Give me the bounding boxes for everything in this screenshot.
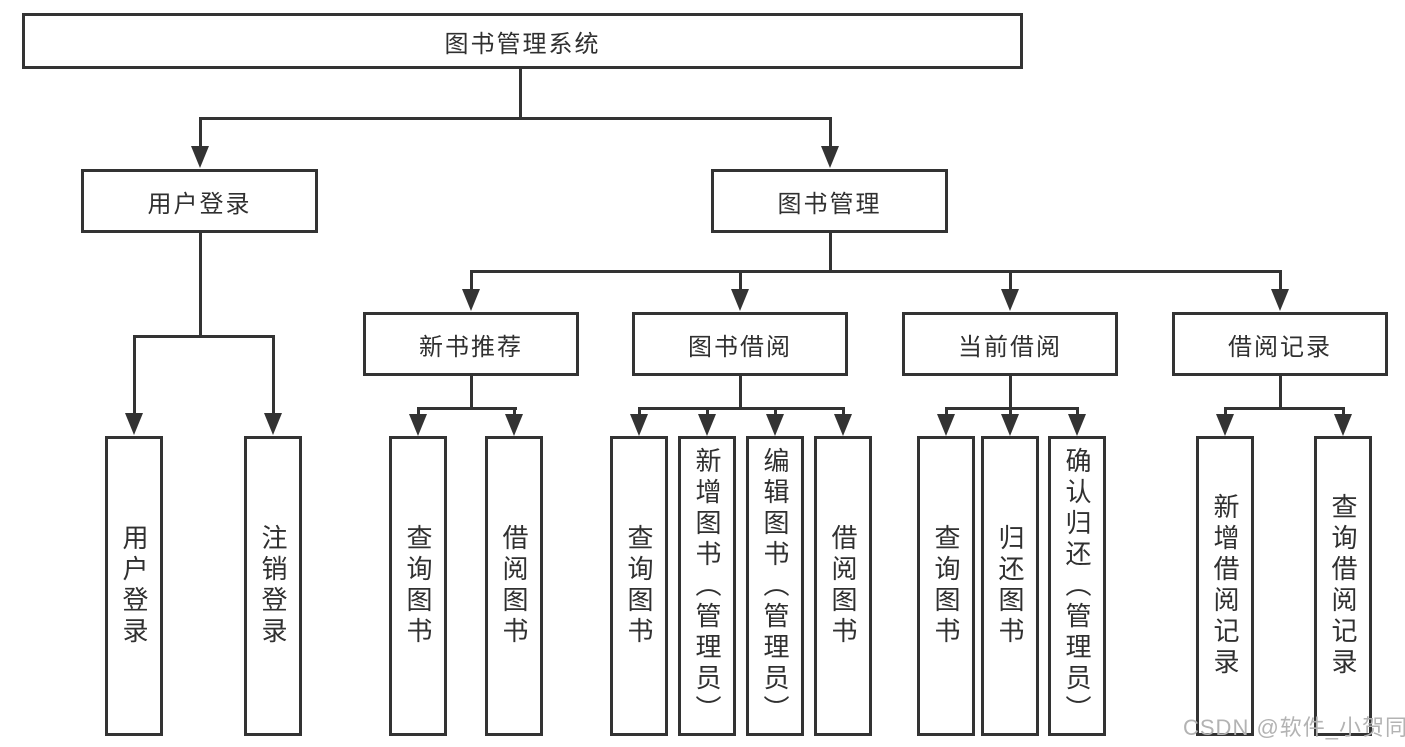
connector-to-current-return-books: [1009, 407, 1012, 415]
connector-to-current-query-books: [945, 407, 948, 415]
connector-book-management-stem: [829, 233, 832, 270]
leaf-borrow-query-books-label: 查询图书: [624, 524, 654, 648]
node-book-management-label: 图书管理: [777, 190, 882, 218]
node-new-book-recommend-label: 新书推荐: [419, 333, 523, 361]
connector-to-borrow-records: [1279, 270, 1282, 289]
leaf-borrow-query-books: 查询图书: [610, 436, 668, 736]
arrow-down-icon: [462, 289, 480, 311]
leaf-borrow-borrow-books: 借阅图书: [814, 436, 872, 736]
node-root: 图书管理系统: [22, 13, 1023, 69]
leaf-recommend-query-books: 查询图书: [389, 436, 447, 736]
arrow-down-icon: [834, 414, 852, 436]
connector-root-branch: [199, 117, 832, 120]
node-book-borrow-label: 图书借阅: [688, 333, 792, 361]
leaf-current-confirm-return: 确认归还（管理员）: [1048, 436, 1106, 736]
connector-to-logout: [272, 335, 275, 413]
leaf-borrow-edit-books-label: 编辑图书（管理员）: [760, 446, 790, 726]
leaf-logout-label: 注销登录: [258, 524, 288, 648]
arrow-down-icon: [766, 414, 784, 436]
node-current-borrow-label: 当前借阅: [958, 333, 1062, 361]
arrow-down-icon: [698, 414, 716, 436]
connector-borrow-records-branch: [1224, 407, 1345, 410]
node-borrow-records-label: 借阅记录: [1228, 333, 1332, 361]
node-root-label: 图书管理系统: [444, 30, 601, 58]
connector-to-current-confirm-return: [1076, 407, 1079, 415]
leaf-login: 用户登录: [105, 436, 163, 736]
leaf-current-confirm-return-label: 确认归还（管理员）: [1062, 446, 1092, 726]
node-current-borrow: 当前借阅: [902, 312, 1118, 376]
leaf-records-add-record: 新增借阅记录: [1196, 436, 1254, 736]
arrow-down-icon: [937, 414, 955, 436]
arrow-down-icon: [1334, 414, 1352, 436]
leaf-login-label: 用户登录: [119, 524, 149, 648]
arrow-down-icon: [125, 413, 143, 435]
connector-to-user-login: [199, 117, 202, 147]
arrow-down-icon: [1001, 289, 1019, 311]
connector-current-borrow-stem: [1009, 376, 1012, 407]
connector-user-login-stem: [199, 233, 202, 335]
connector-new-book-recommend-stem: [470, 376, 473, 407]
leaf-current-query-books: 查询图书: [917, 436, 975, 736]
leaf-records-query-record: 查询借阅记录: [1314, 436, 1372, 736]
connector-to-book-borrow: [739, 270, 742, 289]
arrow-down-icon: [264, 413, 282, 435]
leaf-current-return-books-label: 归还图书: [995, 524, 1025, 648]
node-book-borrow: 图书借阅: [632, 312, 848, 376]
connector-to-borrow-query-books: [638, 407, 641, 415]
leaf-current-return-books: 归还图书: [981, 436, 1039, 736]
leaf-records-query-record-label: 查询借阅记录: [1328, 493, 1358, 679]
node-book-management: 图书管理: [711, 169, 948, 233]
connector-to-records-add-record: [1224, 407, 1227, 415]
connector-book-borrow-branch: [638, 407, 845, 410]
arrow-down-icon: [1001, 414, 1019, 436]
connector-to-recommend-query-books: [417, 407, 420, 415]
connector-to-records-query-record: [1342, 407, 1345, 415]
connector-to-login: [133, 335, 136, 413]
node-borrow-records: 借阅记录: [1172, 312, 1388, 376]
connector-book-management-branch: [470, 270, 1282, 273]
connector-to-new-book-recommend: [470, 270, 473, 289]
arrow-down-icon: [505, 414, 523, 436]
connector-new-book-recommend-branch: [417, 407, 517, 410]
connector-root-stem: [519, 69, 522, 117]
node-new-book-recommend: 新书推荐: [363, 312, 579, 376]
arrow-down-icon: [1216, 414, 1234, 436]
leaf-recommend-query-books-label: 查询图书: [403, 524, 433, 648]
arrow-down-icon: [1068, 414, 1086, 436]
leaf-recommend-borrow-books-label: 借阅图书: [499, 524, 529, 648]
arrow-down-icon: [191, 146, 209, 168]
connector-user-login-branch: [133, 335, 275, 338]
arrow-down-icon: [409, 414, 427, 436]
arrow-down-icon: [1271, 289, 1289, 311]
arrow-down-icon: [731, 289, 749, 311]
leaf-borrow-add-books-label: 新增图书（管理员）: [692, 446, 722, 726]
connector-to-borrow-edit-books: [774, 407, 777, 415]
leaf-recommend-borrow-books: 借阅图书: [485, 436, 543, 736]
connector-book-borrow-stem: [739, 376, 742, 407]
connector-to-current-borrow: [1009, 270, 1012, 289]
connector-borrow-records-stem: [1279, 376, 1282, 407]
leaf-borrow-edit-books: 编辑图书（管理员）: [746, 436, 804, 736]
connector-to-borrow-add-books: [706, 407, 709, 415]
arrow-down-icon: [821, 146, 839, 168]
connector-to-borrow-borrow-books: [842, 407, 845, 415]
arrow-down-icon: [630, 414, 648, 436]
connector-to-recommend-borrow-books: [513, 407, 516, 415]
node-user-login: 用户登录: [81, 169, 318, 233]
node-user-login-label: 用户登录: [147, 190, 252, 218]
leaf-borrow-add-books: 新增图书（管理员）: [678, 436, 736, 736]
leaf-logout: 注销登录: [244, 436, 302, 736]
leaf-records-add-record-label: 新增借阅记录: [1210, 493, 1240, 679]
csdn-watermark: CSDN @软件_小贺同学: [1183, 715, 1405, 740]
leaf-current-query-books-label: 查询图书: [931, 524, 961, 648]
connector-to-book-management: [829, 117, 832, 147]
leaf-borrow-borrow-books-label: 借阅图书: [828, 524, 858, 648]
